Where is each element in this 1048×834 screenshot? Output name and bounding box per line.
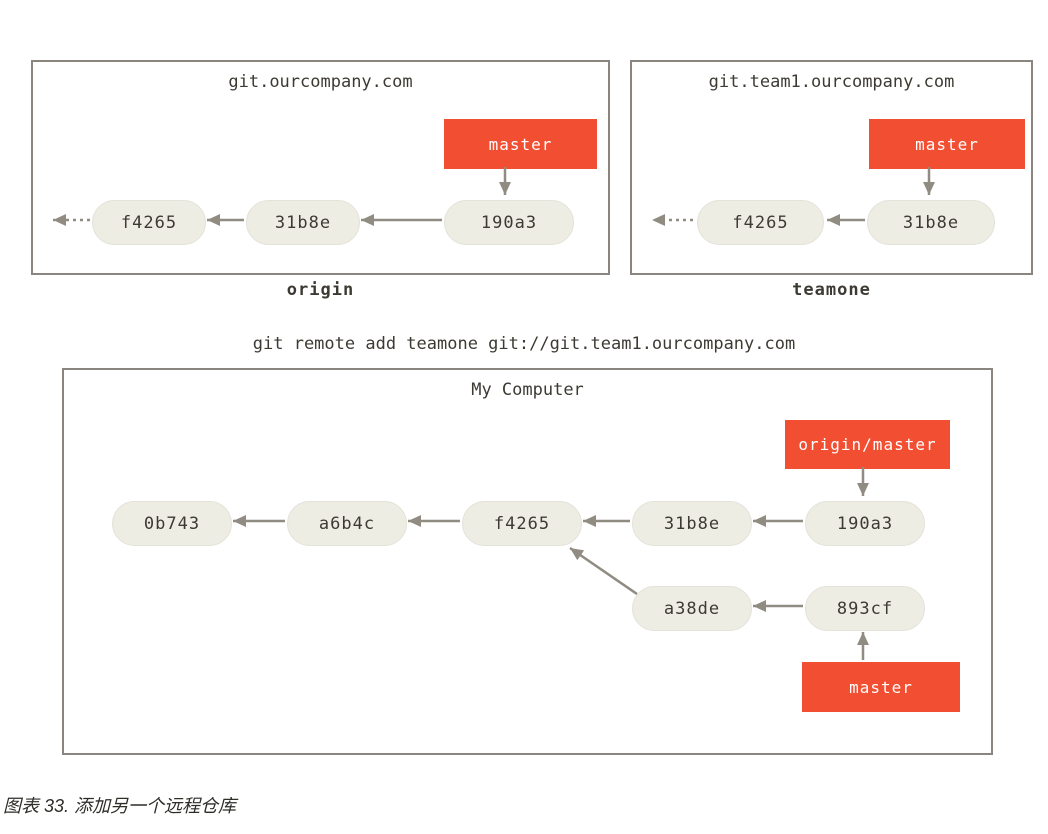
origin-repo-name: origin [286,280,355,300]
commit-node: 0b743 [112,501,232,546]
commit-node: f4265 [92,200,206,245]
local-master-branch-label: master [802,662,960,712]
teamone-repo-name: teamone [792,280,871,300]
teamone-master-branch-label: master [869,119,1025,169]
commit-node: f4265 [462,501,582,546]
figure-caption: 图表 33. 添加另一个远程仓库 [3,796,237,816]
commit-node: 31b8e [632,501,752,546]
local-repo-title: My Computer [471,380,584,400]
origin-master-branch-label: master [444,119,597,169]
origin-master-remote-branch-label: origin/master [785,420,950,469]
commit-node: f4265 [697,200,824,245]
commit-node: 190a3 [805,501,925,546]
commit-node: a6b4c [287,501,407,546]
origin-repo-box: git.ourcompany.com master f4265 31b8e 19… [31,60,610,275]
teamone-repo-box: git.team1.ourcompany.com master f4265 31… [630,60,1033,275]
teamone-repo-title: git.team1.ourcompany.com [708,72,955,92]
origin-repo-title: git.ourcompany.com [228,72,413,92]
commit-node: 893cf [805,586,925,631]
commit-node: 31b8e [867,200,995,245]
local-repo-box: My Computer origin/master 0b743 a6b4c f4… [62,368,993,755]
commit-node: a38de [632,586,752,631]
git-command-text: git remote add teamone git://git.team1.o… [252,334,796,354]
commit-node: 31b8e [246,200,360,245]
commit-node: 190a3 [444,200,574,245]
